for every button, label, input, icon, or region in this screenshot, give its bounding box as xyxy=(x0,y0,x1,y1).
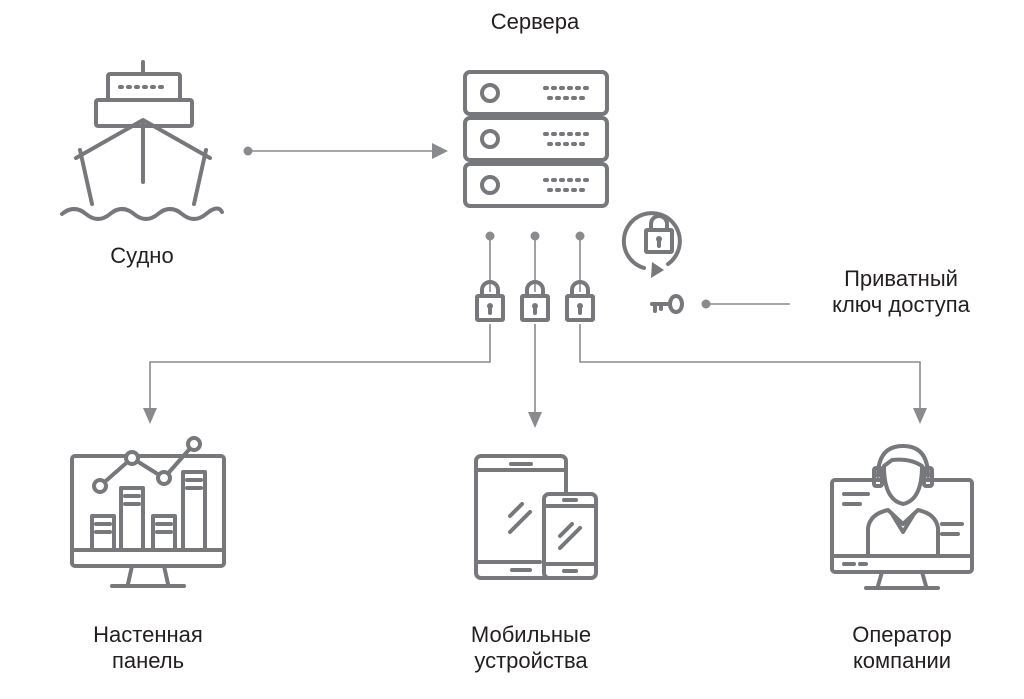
operator-label-line2: компании xyxy=(852,648,952,673)
rotating-lock-icon xyxy=(621,211,682,278)
key-connector xyxy=(701,299,790,309)
wall-panel-label-line2: панель xyxy=(111,648,185,673)
mobile-devices-label-line2: устройства xyxy=(474,648,588,673)
ship-icon xyxy=(60,60,224,221)
private-key-label: Приватный ключ доступа xyxy=(796,266,1006,318)
operator-label: Оператор компании xyxy=(812,622,992,674)
server-connectors xyxy=(143,231,927,428)
private-key-label-line1: Приватный xyxy=(844,266,958,291)
mobile-devices-icon xyxy=(474,454,598,580)
wall-panel-label-line1: Настенная xyxy=(93,622,203,647)
padlock-icon xyxy=(475,280,505,322)
key-icon xyxy=(650,294,684,314)
ship-label: Судно xyxy=(110,243,174,268)
servers-label: Сервера xyxy=(490,9,580,34)
padlock-icon xyxy=(520,280,550,322)
wall-panel-label: Настенная панель xyxy=(58,622,238,674)
dashboard-monitor-icon xyxy=(70,436,226,588)
operator-icon xyxy=(830,444,974,590)
operator-label-line1: Оператор xyxy=(852,622,952,647)
server-rack-icon xyxy=(463,70,609,208)
ship-to-servers-arrow xyxy=(243,143,448,159)
padlock-icon xyxy=(565,280,595,322)
mobile-devices-label-line1: Мобильные xyxy=(470,622,592,647)
private-key-label-line2: ключ доступа xyxy=(832,292,970,317)
mobile-devices-label: Мобильные устройства xyxy=(436,622,626,674)
